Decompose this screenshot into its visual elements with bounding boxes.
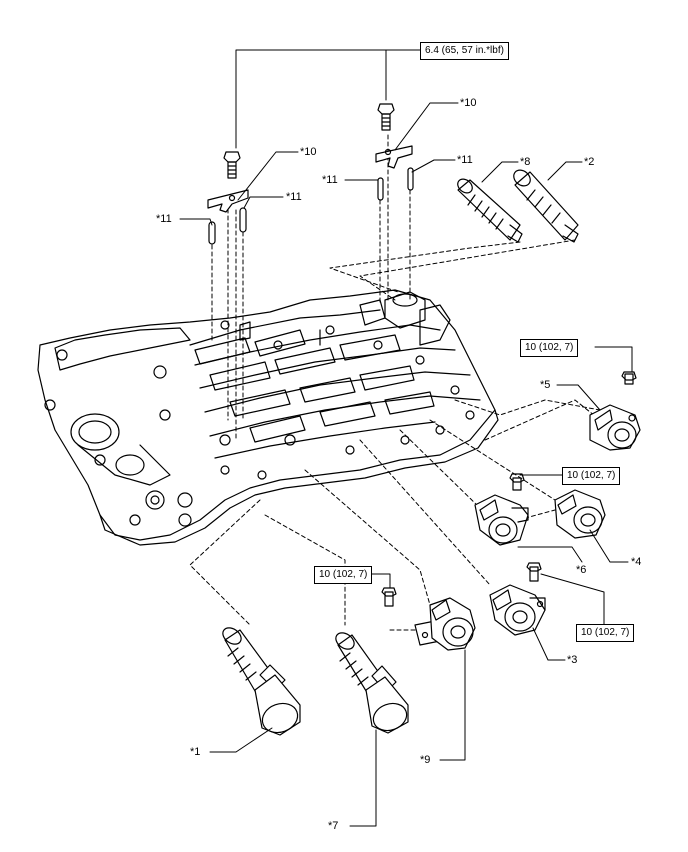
callout-4: *4 xyxy=(631,556,642,568)
solenoid-3 xyxy=(489,562,546,636)
top-bolt-right xyxy=(377,103,395,131)
callout-8: *8 xyxy=(520,156,531,168)
callout-6: *6 xyxy=(576,564,587,576)
callout-10-right: *10 xyxy=(460,97,477,109)
solenoid-8 xyxy=(457,178,523,243)
callout-3: *3 xyxy=(567,654,578,666)
assembly-guide-lines xyxy=(189,134,601,631)
solenoid-4 xyxy=(554,489,606,539)
solenoid-1 xyxy=(222,627,301,736)
solenoid-7 xyxy=(335,632,409,734)
callout-7: *7 xyxy=(328,820,339,832)
solenoid-6 xyxy=(474,473,529,546)
callout-11-mid: *11 xyxy=(286,191,302,203)
callout-10-left: *10 xyxy=(300,146,317,158)
torque-spec-solenoid-5: 10 (102, 7) xyxy=(520,339,579,357)
callout-1: *1 xyxy=(190,746,201,758)
valve-body xyxy=(37,289,499,546)
solenoid-2 xyxy=(513,169,579,243)
callout-11-right-a: *11 xyxy=(322,174,338,186)
retaining-plate-left xyxy=(207,189,249,213)
leader-lines xyxy=(179,49,633,827)
callout-5: *5 xyxy=(540,379,551,391)
pins xyxy=(208,167,414,245)
solenoid-9 xyxy=(381,587,476,651)
torque-spec-solenoid-6: 10 (102, 7) xyxy=(562,467,621,485)
top-bolt-left xyxy=(223,151,241,179)
callout-2: *2 xyxy=(584,156,595,168)
torque-spec-solenoid-3: 10 (102, 7) xyxy=(576,624,635,642)
callout-11-right-b: *11 xyxy=(457,154,473,166)
retaining-plate-right xyxy=(375,145,413,169)
callout-11-left: *11 xyxy=(156,213,172,225)
torque-spec-solenoid-9: 10 (102, 7) xyxy=(314,566,373,584)
solenoid-5 xyxy=(589,371,641,451)
callout-9: *9 xyxy=(420,754,431,766)
torque-spec-top-bolts: 6.4 (65, 57 in.*lbf) xyxy=(420,42,509,60)
